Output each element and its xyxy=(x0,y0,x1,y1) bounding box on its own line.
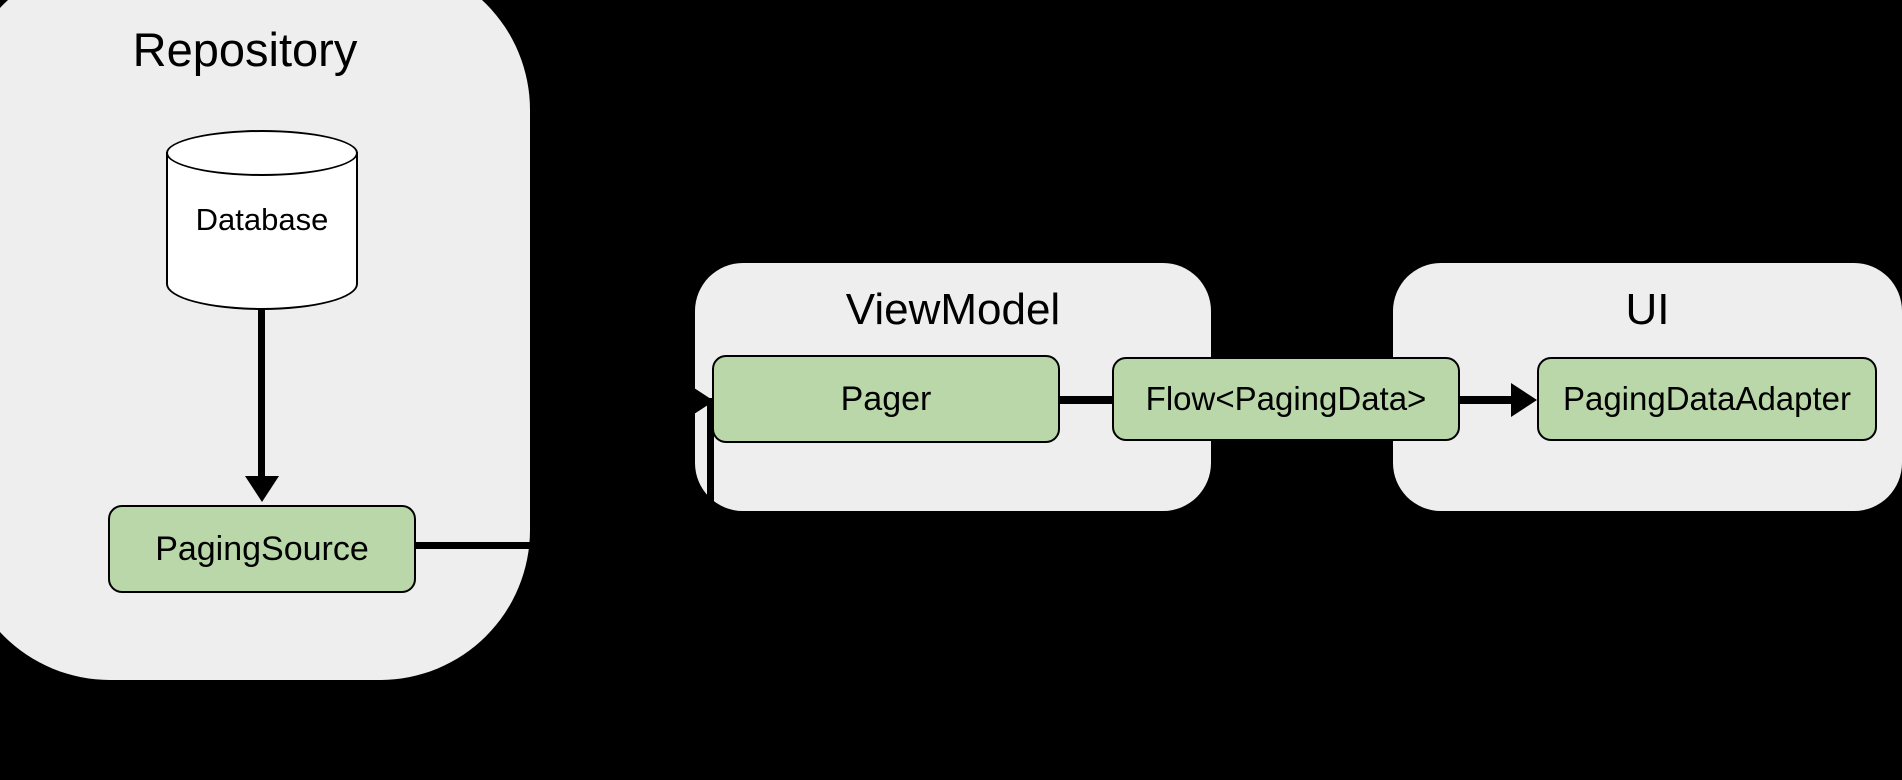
group-ui-title: UI xyxy=(1625,285,1670,334)
node-database-label: Database xyxy=(195,202,329,237)
arrowhead-right-icon xyxy=(1511,383,1537,417)
node-pager[interactable]: Pager xyxy=(712,355,1060,443)
edge-pagingsource-to-pager-horizontal xyxy=(414,542,714,549)
group-repository-title: Repository xyxy=(132,23,358,76)
node-pagingsource-label: PagingSource xyxy=(155,529,369,568)
arrowhead-right-icon xyxy=(688,384,714,418)
node-pagingdataadapter[interactable]: PagingDataAdapter xyxy=(1537,357,1877,441)
arrowhead-down-icon xyxy=(245,476,279,502)
cylinder-top-ellipse xyxy=(166,130,358,176)
edge-database-to-pagingsource xyxy=(258,300,265,480)
edge-pagingsource-to-pager-vertical xyxy=(707,398,714,546)
node-flow-pagingdata[interactable]: Flow<PagingData> xyxy=(1112,357,1460,441)
node-pager-label: Pager xyxy=(840,379,932,418)
group-viewmodel-title: ViewModel xyxy=(845,285,1061,334)
node-database[interactable]: Database xyxy=(166,130,358,310)
node-pagingsource[interactable]: PagingSource xyxy=(108,505,416,593)
node-pagingdataadapter-label: PagingDataAdapter xyxy=(1562,380,1852,417)
cylinder-body xyxy=(166,152,358,310)
edge-flow-to-adapter xyxy=(1455,396,1517,404)
node-flow-pagingdata-label: Flow<PagingData> xyxy=(1145,380,1427,417)
edge-pager-to-flow xyxy=(1055,396,1117,404)
